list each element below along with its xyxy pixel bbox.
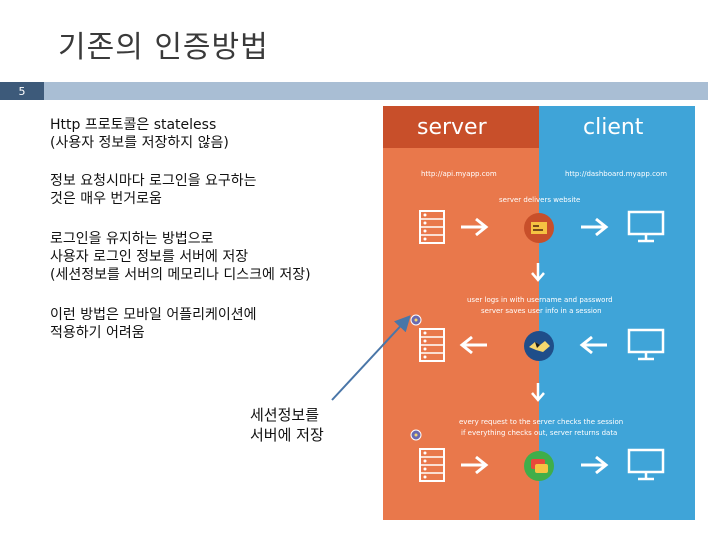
client-panel <box>539 106 695 520</box>
step3-label-b: if everything checks out, server returns… <box>461 429 618 437</box>
step2-label-b: server saves user info in a session <box>481 307 602 315</box>
website-icon <box>524 213 554 243</box>
session-marker-icon <box>410 429 422 441</box>
bullet-line: Http 프로토콜은 stateless <box>50 117 217 133</box>
handshake-icon <box>524 331 554 361</box>
server-panel <box>383 106 539 520</box>
bullet-line: 사용자 로그인 정보를 서버에 저장 <box>50 249 249 265</box>
step2-label-a: user logs in with username and password <box>467 296 613 304</box>
arrow-down-icon <box>531 263 545 282</box>
bullet-line: 적용하기 어려움 <box>50 325 145 341</box>
bullet-line: 이런 방법은 모바일 어플리케이션에 <box>50 307 257 323</box>
monitor-icon <box>627 210 665 243</box>
client-url: http://dashboard.myapp.com <box>565 170 668 178</box>
server-icon <box>419 448 445 482</box>
arrow-right-icon <box>581 455 609 475</box>
bullet-stateless: Http 프로토콜은 stateless (사용자 정보를 저장하지 않음) <box>50 116 229 152</box>
server-header: server <box>383 106 539 148</box>
title-rule <box>44 82 708 100</box>
session-note: 세션정보를 서버에 저장 <box>250 405 324 445</box>
bullet-line: 정보 요청시마다 로그인을 요구하는 <box>50 173 257 189</box>
bullet-login-burden: 정보 요청시마다 로그인을 요구하는 것은 매우 번거로움 <box>50 172 257 208</box>
server-icon <box>419 328 445 362</box>
monitor-icon <box>627 448 665 481</box>
monitor-icon <box>627 328 665 361</box>
bullet-line: 로그인을 유지하는 방법으로 <box>50 231 214 247</box>
bullet-line: (사용자 정보를 저장하지 않음) <box>50 135 229 151</box>
arrow-down-icon <box>531 383 545 402</box>
server-url: http://api.myapp.com <box>421 170 497 178</box>
chat-data-icon <box>524 451 554 481</box>
note-line: 세션정보를 <box>250 406 320 424</box>
step3-label-a: every request to the server checks the s… <box>459 418 624 426</box>
slide-title: 기존의 인증방법 <box>58 30 269 65</box>
session-marker-icon <box>410 314 422 326</box>
arrow-right-icon <box>461 455 489 475</box>
arrow-right-icon <box>581 217 609 237</box>
bullet-mobile: 이런 방법은 모바일 어플리케이션에 적용하기 어려움 <box>50 306 257 342</box>
server-icon <box>419 210 445 244</box>
note-line: 서버에 저장 <box>250 426 324 444</box>
bullet-session-store: 로그인을 유지하는 방법으로 사용자 로그인 정보를 서버에 저장 (세션정보를… <box>50 230 311 284</box>
title-bar: 5 <box>0 82 708 100</box>
step1-label: server delivers website <box>499 196 581 204</box>
bullet-line: (세션정보를 서버의 메모리나 디스크에 저장) <box>50 267 311 283</box>
arrow-right-icon <box>461 217 489 237</box>
session-auth-diagram: server client http://api.myapp.com http:… <box>383 106 695 520</box>
bullet-line: 것은 매우 번거로움 <box>50 191 162 207</box>
arrow-left-icon <box>459 335 487 355</box>
client-header: client <box>539 106 695 148</box>
arrow-left-icon <box>579 335 607 355</box>
slide-number: 5 <box>0 82 44 100</box>
